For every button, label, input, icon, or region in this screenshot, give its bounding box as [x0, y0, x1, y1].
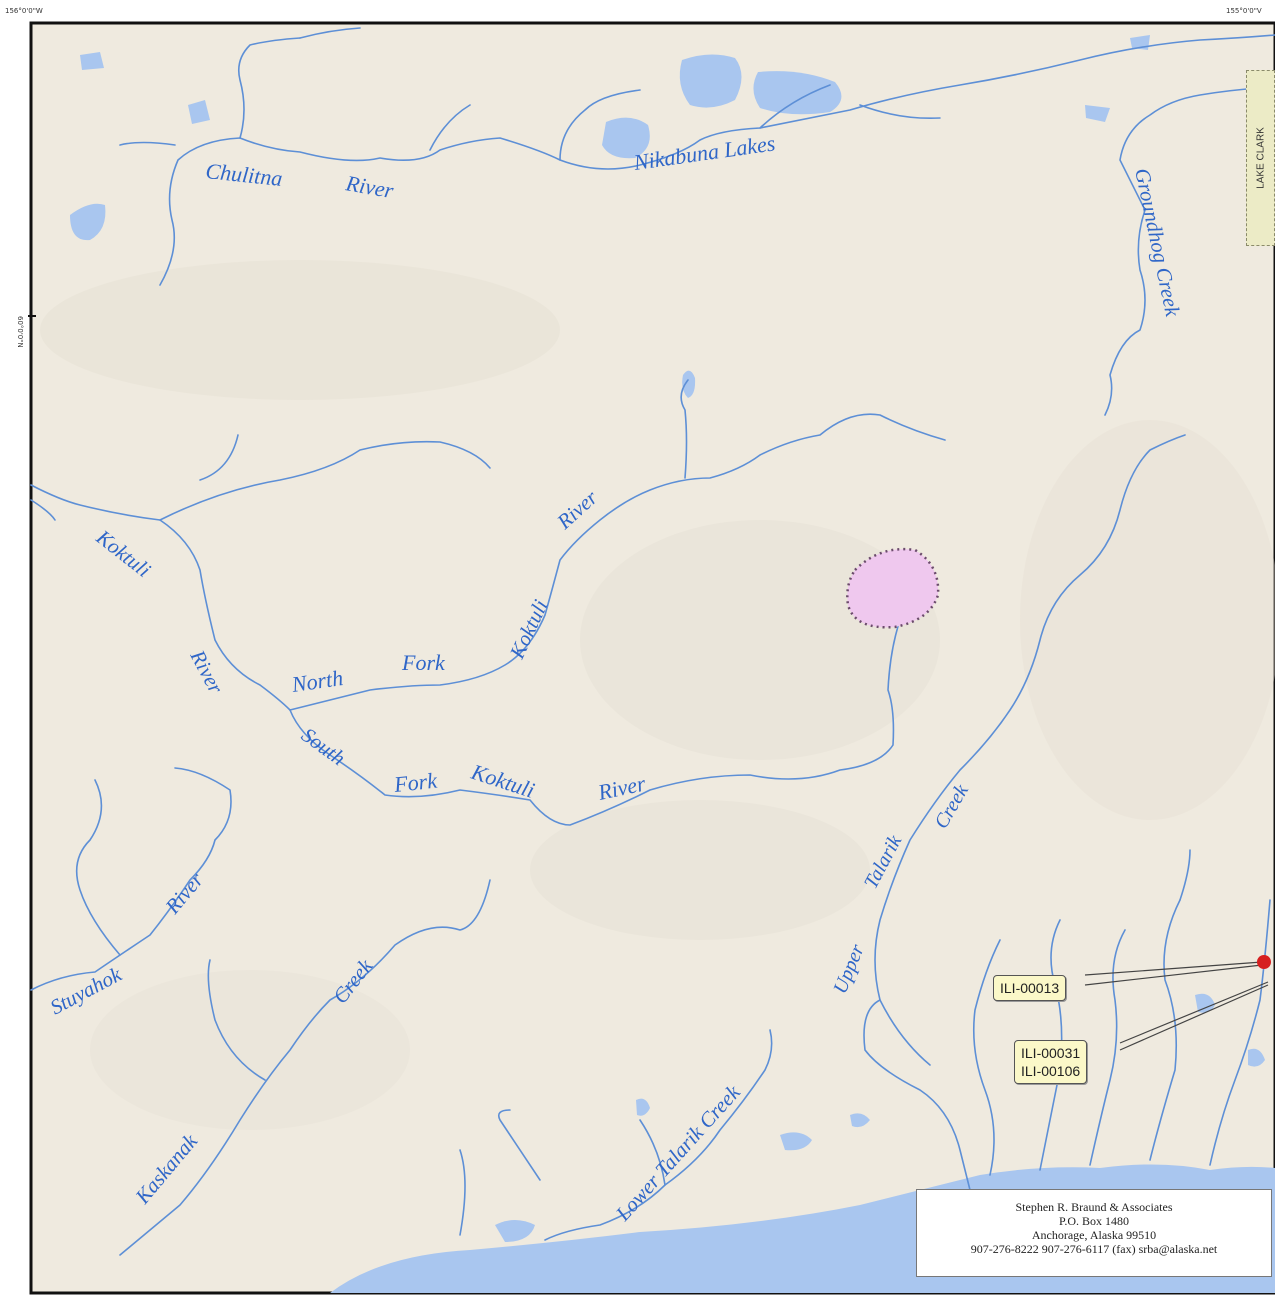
river-chulitna-west	[119, 141, 176, 146]
river-nikabuna-trib	[859, 104, 941, 120]
river-kaskanak-trib	[207, 959, 266, 1081]
label-north-fork: Fork	[401, 650, 446, 675]
river-koktuli-trib2	[199, 434, 239, 481]
river-se-1	[973, 939, 1001, 1176]
river-stuyahok-trib	[75, 779, 121, 956]
river-lower-talarik	[544, 1029, 773, 1241]
lake-nikabuna-west	[602, 117, 650, 159]
credit-line: Stephen R. Braund & Associates	[1015, 1200, 1173, 1214]
credit-block: Stephen R. Braund & Associates P.O. Box …	[916, 1189, 1272, 1277]
river-chulitna-trib2	[299, 27, 361, 39]
river-north-fork-koktuli	[289, 413, 946, 711]
leader-ili-00031-b	[1119, 984, 1269, 1051]
leader-ili-00013	[1084, 961, 1263, 976]
river-nikabuna-conn	[759, 84, 831, 129]
site-id: ILI-00013	[1000, 980, 1060, 996]
river-koktuli-main	[30, 484, 291, 711]
river-nf-trib-central	[680, 379, 689, 479]
river-chulitna-trib4	[559, 89, 641, 161]
site-label-ili-00013[interactable]: ILI-00013	[993, 975, 1067, 1001]
lake-se-1	[1195, 993, 1215, 1013]
site-point[interactable]	[1257, 955, 1271, 969]
site-leaders	[1084, 961, 1269, 1051]
leader-ili-00013-b	[1084, 964, 1263, 986]
river-lt-trib3	[639, 1119, 666, 1186]
lake-nw	[80, 52, 104, 70]
river-se-3	[1089, 929, 1126, 1166]
credit-line: Anchorage, Alaska 99510	[1031, 1228, 1157, 1242]
terrain-shading	[40, 260, 1275, 1130]
lake-nikabuna-east	[753, 71, 842, 115]
site-label-ili-00031-00106[interactable]: ILI-00031 ILI-00106	[1014, 1040, 1088, 1084]
river-upper-talarik	[874, 434, 1186, 1066]
river-chulitna	[159, 34, 1275, 286]
lake-south-3	[636, 1098, 650, 1116]
river-lt-trib	[497, 1109, 541, 1181]
park-boundary-label: LAKE CLARK	[1246, 70, 1275, 246]
river-stuyahok	[30, 767, 232, 991]
river-koktuli-trib-north	[159, 440, 491, 521]
river-chulitna-trib1	[237, 37, 301, 139]
lake-small-1	[188, 100, 210, 124]
label-sf-fork: Fork	[392, 768, 439, 798]
river-koktuli-west	[30, 499, 56, 521]
coord-top-right: 155°0'0"V	[1226, 7, 1262, 15]
river-upper-talarik-lower	[863, 999, 971, 1191]
lake-nikabuna-upper	[679, 54, 742, 108]
river-se-5	[1209, 899, 1271, 1166]
coord-left-lat: 60°0'0"N	[16, 316, 24, 348]
river-lt-trib2	[459, 1149, 466, 1236]
rivers	[30, 27, 1275, 1256]
river-se-2	[1039, 919, 1063, 1171]
river-se-6	[1179, 849, 1191, 901]
river-groundhog	[1104, 87, 1261, 416]
study-area-outline	[846, 548, 940, 629]
leader-ili-00031	[1119, 981, 1269, 1044]
lake-south-2	[850, 1113, 870, 1128]
lake-se-2	[1248, 1048, 1265, 1067]
river-south-fork-koktuli	[289, 619, 901, 826]
park-label-text: LAKE CLARK	[1255, 127, 1266, 189]
lake-ne	[1085, 105, 1110, 122]
coord-top-left: 156°0'0"W	[5, 7, 43, 15]
lake-south-1	[780, 1132, 812, 1151]
lake-south-4	[495, 1220, 535, 1242]
site-id: ILI-00106	[1021, 1063, 1081, 1079]
credit-line: 907-276-8222 907-276-6117 (fax) srba@ala…	[970, 1242, 1218, 1256]
credit-line: P.O. Box 1480	[1058, 1214, 1129, 1228]
river-se-4	[1149, 899, 1181, 1161]
lake-west	[70, 203, 106, 241]
river-chulitna-trib3	[429, 104, 471, 151]
lake-central	[682, 370, 696, 398]
river-kaskanak	[119, 879, 491, 1256]
site-id: ILI-00031	[1021, 1045, 1081, 1061]
